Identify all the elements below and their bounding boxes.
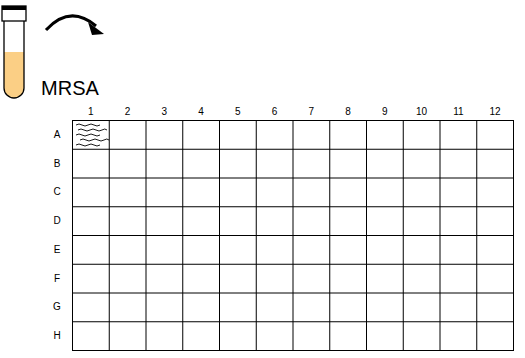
well-plate-grid (73, 121, 514, 351)
column-number: 10 (416, 107, 427, 117)
column-number: 3 (162, 107, 168, 117)
row-letter: H (53, 331, 60, 341)
row-letter: G (53, 302, 61, 312)
column-number: 12 (490, 107, 501, 117)
column-number: 5 (235, 107, 241, 117)
row-letter: A (54, 130, 61, 140)
test-tube (2, 6, 26, 98)
column-number: 4 (198, 107, 204, 117)
column-number: 7 (309, 107, 315, 117)
column-number: 9 (382, 107, 388, 117)
row-letter: C (53, 187, 60, 197)
transfer-arrow (46, 16, 104, 35)
column-number: 2 (125, 107, 131, 117)
row-letter: E (54, 245, 61, 255)
row-letter: D (53, 216, 60, 226)
row-letter: F (54, 274, 60, 284)
row-letter: B (54, 159, 61, 169)
column-number: 11 (453, 107, 463, 117)
column-number: 1 (88, 107, 94, 117)
inoculum-pattern (76, 124, 109, 146)
column-number: 8 (345, 107, 351, 117)
column-number: 6 (272, 107, 278, 117)
sample-label: MRSA (41, 78, 99, 98)
